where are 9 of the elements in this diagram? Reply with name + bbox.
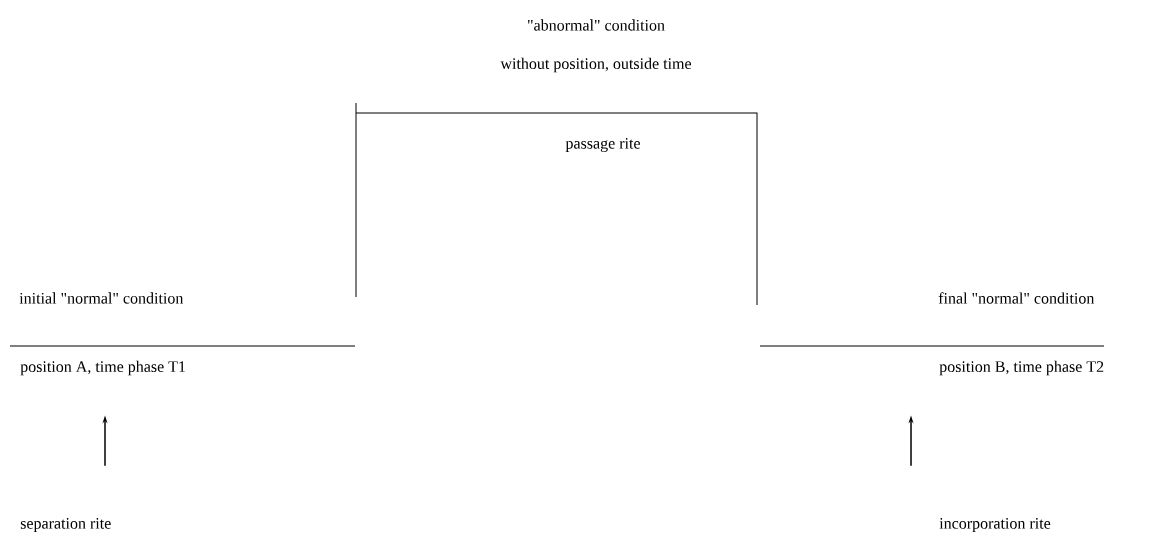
text-label: without position, outside time bbox=[500, 57, 691, 73]
text-label: position A, time phase T1 bbox=[20, 360, 185, 376]
text-label: position B, time phase T2 bbox=[939, 360, 1104, 376]
text-label: passage rite bbox=[565, 138, 640, 152]
text-label: separation rite bbox=[20, 518, 111, 532]
text-label: final "normal" condition bbox=[938, 292, 1095, 304]
text-label: incorporation rite bbox=[939, 518, 1051, 532]
text-label: "abnormal" condition bbox=[528, 19, 665, 31]
text-label: initial "normal" condition bbox=[19, 292, 184, 304]
